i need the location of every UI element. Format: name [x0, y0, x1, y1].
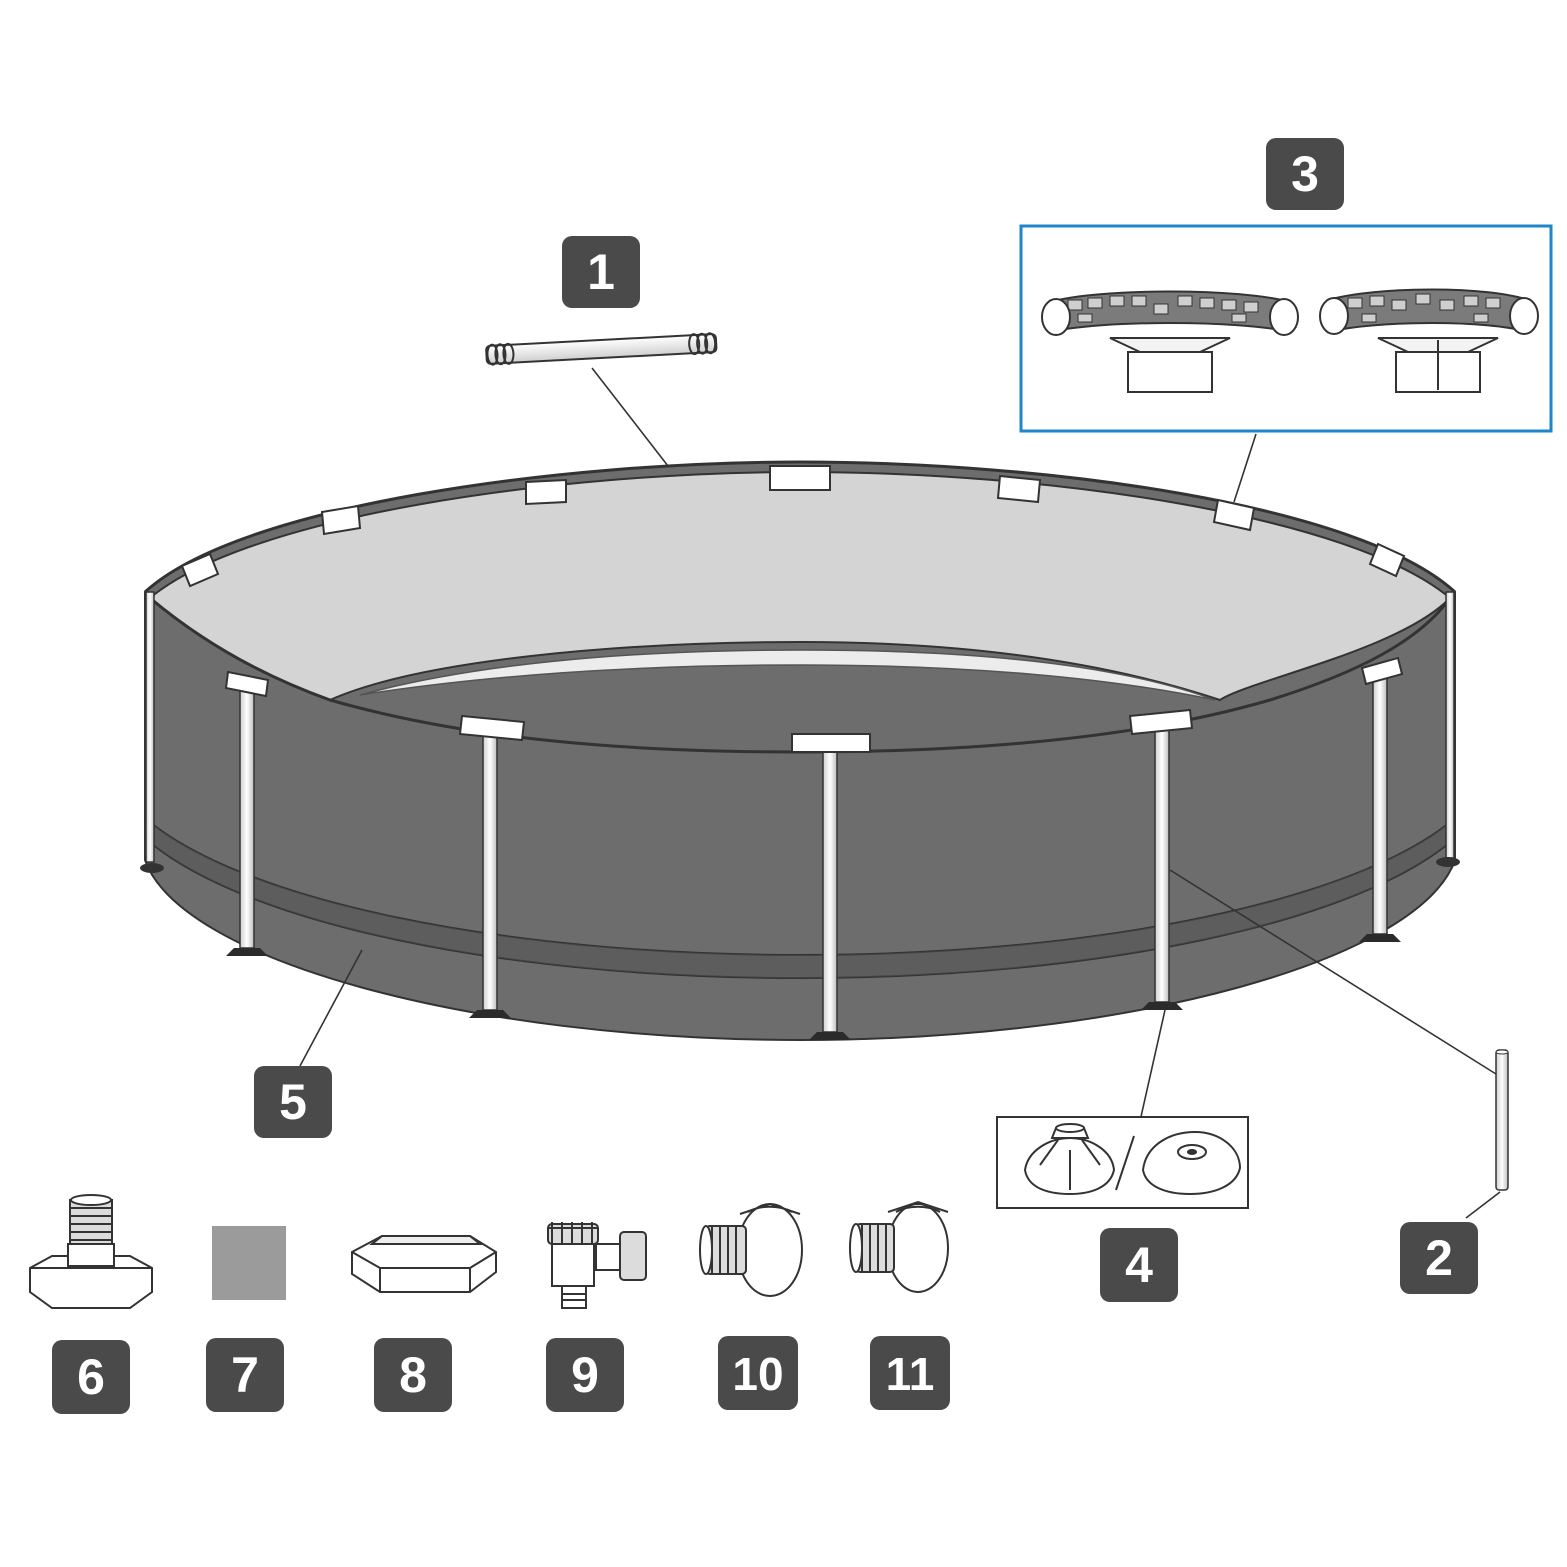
- outlet-connector-icon: [849, 1200, 949, 1293]
- badge-background: [206, 1338, 284, 1412]
- badge-label: 7: [231, 1347, 259, 1403]
- part-number-badges: 1 2 3 4 5 6 7 8 9 10 11: [52, 138, 1478, 1414]
- pool-liner-icon: [140, 460, 1460, 1042]
- drain-adapter-icon: [29, 1194, 153, 1309]
- t-joint-icon: [1041, 288, 1539, 393]
- badge-label: 3: [1291, 146, 1319, 202]
- badge-background: [374, 1338, 452, 1412]
- part-badge-4: 4: [1100, 1228, 1178, 1302]
- badge-label: 10: [732, 1348, 783, 1400]
- badge-label: 6: [77, 1349, 105, 1405]
- foot-cap-icon: [1023, 1123, 1242, 1196]
- badge-label: 5: [279, 1074, 307, 1130]
- badge-label: 11: [886, 1348, 935, 1400]
- repair-patch-icon: [212, 1226, 286, 1300]
- badge-background: [1100, 1228, 1178, 1302]
- part-badge-6: 6: [52, 1340, 130, 1414]
- inlet-connector-icon: [699, 1202, 803, 1297]
- part-badge-5: 5: [254, 1066, 332, 1138]
- badge-label: 2: [1425, 1230, 1453, 1286]
- badge-background: [52, 1340, 130, 1414]
- badge-background: [546, 1338, 624, 1412]
- part-badge-2: 2: [1400, 1222, 1478, 1294]
- part-badge-8: 8: [374, 1338, 452, 1412]
- part-badge-7: 7: [206, 1338, 284, 1412]
- badge-label: 1: [587, 244, 615, 300]
- plunger-valve-icon: [547, 1222, 647, 1309]
- part-badge-11: 11: [870, 1336, 950, 1410]
- pool-water: [148, 470, 1452, 702]
- leg-pipe-icon: [1495, 1049, 1509, 1191]
- part-badge-1: 1: [562, 236, 640, 308]
- badge-background: [870, 1336, 950, 1410]
- badge-label: 4: [1125, 1237, 1153, 1293]
- pool-inner-rim: [359, 649, 1216, 701]
- part-badge-3: 3: [1266, 138, 1344, 210]
- badge-background: [1266, 138, 1344, 210]
- part-badge-9: 9: [546, 1338, 624, 1412]
- badge-background: [562, 236, 640, 308]
- badge-background: [718, 1336, 798, 1410]
- badge-label: 9: [571, 1347, 599, 1403]
- badge-background: [254, 1066, 332, 1138]
- part-badge-10: 10: [718, 1336, 798, 1410]
- badge-background: [1400, 1222, 1478, 1294]
- badge-label: 8: [399, 1347, 427, 1403]
- strainer-cap-icon: [351, 1235, 497, 1293]
- pipe-icon: [485, 332, 718, 366]
